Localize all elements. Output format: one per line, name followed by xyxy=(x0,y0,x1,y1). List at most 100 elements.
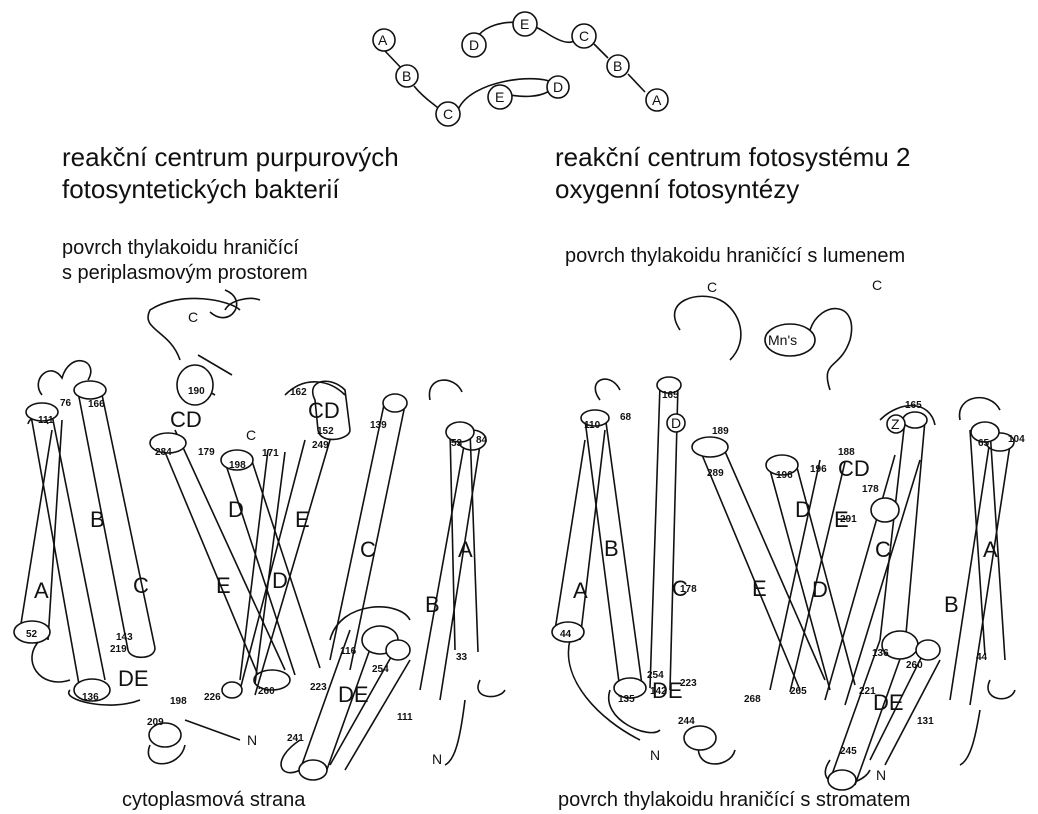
svg-text:D: D xyxy=(671,415,681,431)
svg-text:142: 142 xyxy=(650,686,667,697)
left-reaction-center xyxy=(14,290,505,780)
svg-text:223: 223 xyxy=(680,678,697,689)
svg-text:C: C xyxy=(872,277,882,293)
topology-letter: D xyxy=(553,79,563,95)
svg-text:C: C xyxy=(360,537,376,562)
svg-text:265: 265 xyxy=(790,686,807,697)
svg-text:226: 226 xyxy=(204,692,221,703)
svg-text:244: 244 xyxy=(678,716,695,727)
svg-text:254: 254 xyxy=(647,670,664,681)
svg-text:198: 198 xyxy=(229,460,246,471)
topology-letter: A xyxy=(378,32,388,48)
svg-text:196: 196 xyxy=(810,464,827,475)
topology-sketch: A B C E D D E C B A xyxy=(373,12,668,126)
svg-text:241: 241 xyxy=(287,733,304,744)
svg-text:209: 209 xyxy=(147,717,164,728)
right-top-surface: povrch thylakoidu hraničící s lumenem xyxy=(565,244,905,269)
svg-text:DE: DE xyxy=(873,690,904,715)
svg-text:C: C xyxy=(188,309,198,325)
svg-text:E: E xyxy=(752,576,767,601)
svg-text:221: 221 xyxy=(859,686,876,697)
topology-letter: B xyxy=(402,68,411,84)
svg-text:291: 291 xyxy=(840,514,857,525)
svg-text:260: 260 xyxy=(906,660,923,671)
svg-text:CD: CD xyxy=(308,398,340,423)
svg-text:84: 84 xyxy=(476,435,488,446)
left-title-line-2: fotosyntetických bakterií xyxy=(62,174,339,205)
svg-text:53: 53 xyxy=(451,438,463,449)
svg-text:188: 188 xyxy=(838,447,855,458)
svg-text:DE: DE xyxy=(338,682,369,707)
svg-text:284: 284 xyxy=(155,447,172,458)
svg-text:C: C xyxy=(875,537,891,562)
svg-text:B: B xyxy=(944,592,959,617)
svg-text:CD: CD xyxy=(838,456,870,481)
svg-text:111: 111 xyxy=(38,415,54,426)
svg-text:110: 110 xyxy=(584,420,601,431)
svg-text:52: 52 xyxy=(26,629,38,640)
topology-letter: A xyxy=(652,92,662,108)
svg-text:N: N xyxy=(876,767,886,783)
svg-text:219: 219 xyxy=(110,644,127,655)
svg-text:245: 245 xyxy=(840,746,857,757)
svg-text:C: C xyxy=(246,427,256,443)
left-top-surface-line-2: s periplasmovým prostorem xyxy=(62,261,308,286)
topology-letter: D xyxy=(469,37,479,53)
topology-letter: B xyxy=(613,58,622,74)
svg-text:A: A xyxy=(983,537,998,562)
svg-text:33: 33 xyxy=(456,652,468,663)
svg-text:190: 190 xyxy=(188,386,205,397)
svg-text:198: 198 xyxy=(170,696,187,707)
svg-text:44: 44 xyxy=(976,652,988,663)
svg-text:CD: CD xyxy=(170,407,202,432)
svg-text:171: 171 xyxy=(262,448,279,459)
svg-text:178: 178 xyxy=(862,484,879,495)
svg-text:76: 76 xyxy=(60,398,72,409)
svg-text:196: 196 xyxy=(776,470,793,481)
svg-text:179: 179 xyxy=(198,447,215,458)
svg-text:C: C xyxy=(133,573,149,598)
svg-text:165: 165 xyxy=(905,400,922,411)
right-title-line-1: reakční centrum fotosystému 2 xyxy=(555,142,910,173)
svg-text:A: A xyxy=(458,537,473,562)
svg-text:111: 111 xyxy=(397,712,413,723)
svg-text:166: 166 xyxy=(88,399,105,410)
right-bottom-surface: povrch thylakoidu hraničící s stromatem xyxy=(558,788,910,813)
svg-text:44: 44 xyxy=(560,629,572,640)
left-title-line-1: reakční centrum purpurových xyxy=(62,142,399,173)
topology-letter: C xyxy=(443,106,453,122)
svg-text:N: N xyxy=(432,751,442,767)
left-bottom-surface: cytoplasmová strana xyxy=(122,788,305,813)
svg-text:249: 249 xyxy=(312,440,329,451)
svg-text:289: 289 xyxy=(707,468,724,479)
svg-text:143: 143 xyxy=(116,632,133,643)
topology-letter: C xyxy=(579,28,589,44)
svg-text:N: N xyxy=(650,747,660,763)
svg-text:Z: Z xyxy=(891,416,900,432)
svg-text:D: D xyxy=(228,497,244,522)
svg-text:131: 131 xyxy=(917,716,934,727)
svg-text:162: 162 xyxy=(290,387,307,398)
svg-text:D: D xyxy=(272,568,288,593)
svg-text:104: 104 xyxy=(1008,434,1025,445)
svg-text:B: B xyxy=(90,507,105,532)
svg-text:N: N xyxy=(247,732,257,748)
svg-text:68: 68 xyxy=(620,412,632,423)
svg-text:116: 116 xyxy=(340,646,357,657)
svg-text:139: 139 xyxy=(370,420,387,431)
svg-text:136: 136 xyxy=(82,692,99,703)
svg-text:C: C xyxy=(707,279,717,295)
svg-text:135: 135 xyxy=(618,694,635,705)
svg-text:Mn's: Mn's xyxy=(768,332,797,348)
right-title-line-2: oxygenní fotosyntézy xyxy=(555,174,799,205)
svg-text:189: 189 xyxy=(712,426,729,437)
left-top-surface-line-1: povrch thylakoidu hraničící xyxy=(62,236,299,261)
svg-text:DE: DE xyxy=(118,666,149,691)
svg-text:152: 152 xyxy=(317,426,334,437)
topology-letter: E xyxy=(520,16,529,32)
svg-text:E: E xyxy=(295,507,310,532)
svg-text:136: 136 xyxy=(872,648,889,659)
svg-text:D: D xyxy=(812,577,828,602)
svg-text:65: 65 xyxy=(978,438,990,449)
